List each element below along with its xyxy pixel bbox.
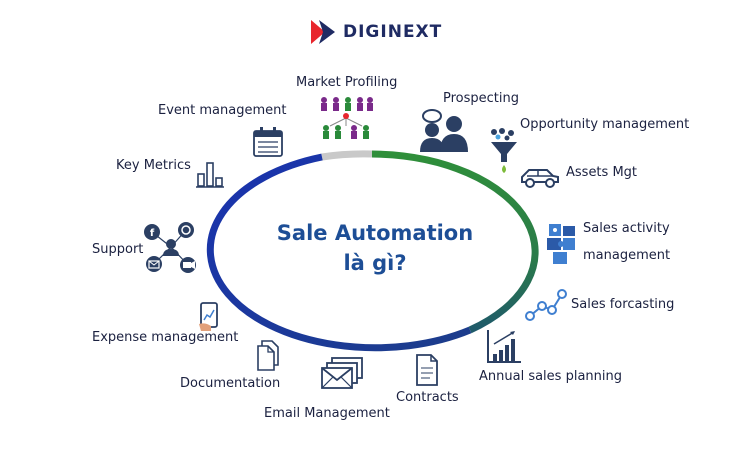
calendar-icon (253, 127, 283, 157)
label-documentation: Documentation (180, 376, 281, 391)
label-sales-activity-line1: Sales activity (583, 221, 670, 236)
car-icon (521, 169, 559, 188)
document-icon (416, 354, 438, 386)
people-network-icon (321, 97, 373, 139)
support-network-icon: f (144, 222, 196, 273)
ring-blue-segment (206, 153, 472, 352)
brand-name: DIGINEXT (343, 22, 443, 42)
brand-mark-icon (311, 20, 335, 44)
label-market-profiling: Market Profiling (296, 75, 398, 90)
users-chat-icon (420, 109, 468, 152)
center-title-line2: là gì? (343, 251, 407, 275)
envelopes-icon (321, 357, 363, 389)
label-email: Email Management (264, 406, 390, 421)
svg-text:f: f (150, 228, 155, 239)
puzzle-icon (547, 224, 575, 264)
metrics-bars-icon (196, 162, 224, 188)
center-title-line1: Sale Automation (276, 221, 474, 245)
line-nodes-icon (525, 289, 567, 321)
ring-gray-segment (321, 150, 373, 161)
label-opportunity: Opportunity management (520, 117, 690, 132)
ring-green-segment (371, 150, 539, 334)
label-prospecting: Prospecting (443, 91, 519, 106)
center-title: Sale Automation là gì? (230, 218, 520, 278)
bar-chart-icon (487, 330, 521, 363)
funnel-icon (491, 128, 517, 173)
label-event: Event management (158, 103, 287, 118)
label-expense: Expense management (92, 330, 239, 345)
label-contracts: Contracts (396, 390, 459, 405)
tablet-icon (199, 302, 218, 331)
label-forecasting: Sales forcasting (571, 297, 675, 312)
label-key-metrics: Key Metrics (116, 158, 191, 173)
brand-logo: DIGINEXT (311, 20, 442, 44)
label-support: Support (92, 242, 144, 257)
files-icon (257, 340, 279, 371)
label-assets: Assets Mgt (566, 165, 638, 180)
label-annual-sales: Annual sales planning (479, 369, 622, 384)
label-sales-activity-line2: management (583, 248, 671, 263)
